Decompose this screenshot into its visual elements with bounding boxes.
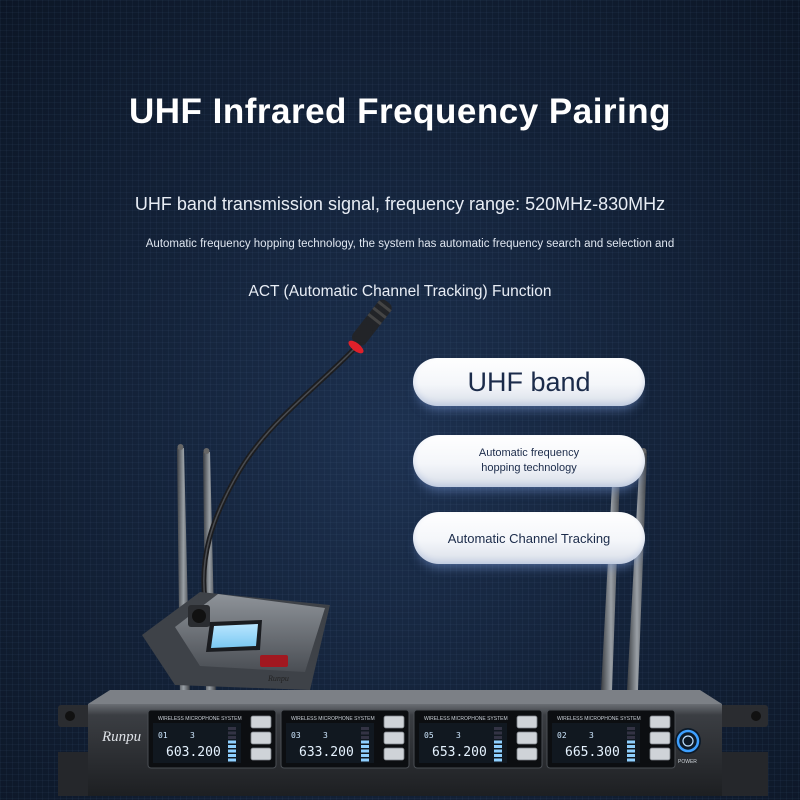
channel-display-2: WIRELESS MICROPHONE SYSTEM 03 3 633.200: [280, 709, 410, 769]
channel-display-3: WIRELESS MICROPHONE SYSTEM 05 3 653.200: [413, 709, 543, 769]
level-meter-segment: [361, 740, 369, 744]
level-meter-segment: [627, 731, 635, 735]
level-meter-segment: [228, 749, 236, 753]
level-meter-segment: [361, 731, 369, 735]
mic-ring-icon: [348, 340, 364, 354]
rack-receiver: Runpu WIRELESS MICROPHONE SYSTEM 01 3 603.2…: [58, 690, 768, 796]
channel-control-button[interactable]: [383, 715, 405, 729]
level-meter-segment: [228, 731, 236, 735]
level-meter-segment: [494, 727, 502, 730]
console-lcd: [211, 624, 258, 648]
level-meter-segment: [228, 727, 236, 730]
level-meter-segment: [228, 740, 236, 744]
channel-header: WIRELESS MICROPHONE SYSTEM: [424, 716, 508, 722]
mic-talk-button: [260, 655, 288, 667]
receiver-brand: Runpu: [101, 729, 141, 745]
level-meter-segment: [361, 745, 369, 748]
channel-lcd: [419, 723, 507, 763]
channel-control-button[interactable]: [250, 715, 272, 729]
channel-header: WIRELESS MICROPHONE SYSTEM: [291, 716, 375, 722]
power-icon: [676, 729, 700, 753]
channel-number: 05: [424, 731, 434, 740]
channel-frequency: 603.200: [166, 745, 221, 760]
level-meter-segment: [627, 758, 635, 762]
level-meter-segment: [361, 736, 369, 739]
level-meter-segment: [494, 754, 502, 757]
level-meter-segment: [494, 731, 502, 735]
level-meter-segment: [228, 736, 236, 739]
level-meter-segment: [627, 727, 635, 730]
level-meter-segment: [361, 749, 369, 753]
channel-control-button[interactable]: [649, 715, 671, 729]
level-meter-segment: [228, 758, 236, 762]
feature-pill-channel-tracking: Automatic Channel Tracking: [413, 512, 645, 564]
channel-number: 02: [557, 731, 567, 740]
channel-lcd: [153, 723, 241, 763]
channel-header: WIRELESS MICROPHONE SYSTEM: [158, 716, 242, 722]
level-meter-segment: [494, 758, 502, 762]
channel-number: 01: [158, 731, 168, 740]
level-meter-segment: [627, 736, 635, 739]
channel-frequency: 665.300: [565, 745, 620, 760]
feature-pill-frequency-hopping: Automatic frequency hopping technology: [413, 435, 645, 487]
level-meter-segment: [627, 749, 635, 753]
level-meter-segment: [361, 758, 369, 762]
gooseneck-microphone: [201, 299, 392, 601]
channel-frequency: 653.200: [432, 745, 487, 760]
channel-display-1: WIRELESS MICROPHONE SYSTEM 01 3 603.200: [147, 709, 277, 769]
power-label: POWER: [678, 759, 697, 765]
channel-lcd: [286, 723, 374, 763]
feature-pill-uhf-band: UHF band: [413, 358, 645, 406]
channel-header: WIRELESS MICROPHONE SYSTEM: [557, 716, 641, 722]
level-meter-segment: [494, 736, 502, 739]
hopping-description-text: Automatic frequency hopping technology, …: [145, 238, 675, 250]
channel-control-button[interactable]: [516, 731, 538, 745]
group-number: 3: [190, 731, 195, 740]
channel-control-button[interactable]: [516, 747, 538, 761]
channel-control-button[interactable]: [649, 731, 671, 745]
level-meter-segment: [228, 754, 236, 757]
channel-control-button[interactable]: [250, 731, 272, 745]
level-meter-segment: [494, 749, 502, 753]
channel-lcd: [552, 723, 640, 763]
page-title: UHF Infrared Frequency Pairing: [128, 92, 672, 131]
level-meter-segment: [627, 740, 635, 744]
frequency-range-text: UHF band transmission signal, frequency …: [134, 194, 666, 214]
level-meter-segment: [627, 754, 635, 757]
act-function-text: ACT (Automatic Channel Tracking) Functio…: [248, 283, 552, 300]
channel-control-button[interactable]: [516, 715, 538, 729]
console-brand: Runpu: [267, 674, 289, 683]
group-number: 3: [456, 731, 461, 740]
channel-control-button[interactable]: [649, 747, 671, 761]
channel-frequency: 633.200: [299, 745, 354, 760]
channel-control-button[interactable]: [250, 747, 272, 761]
level-meter-segment: [627, 745, 635, 748]
level-meter-segment: [361, 727, 369, 730]
level-meter-segment: [361, 754, 369, 757]
conference-console: Runpu: [142, 592, 330, 690]
channel-display-4: WIRELESS MICROPHONE SYSTEM 02 3 665.300: [546, 709, 676, 769]
group-number: 3: [589, 731, 594, 740]
level-meter-segment: [494, 745, 502, 748]
level-meter-segment: [494, 740, 502, 744]
level-meter-segment: [228, 745, 236, 748]
channel-number: 03: [291, 731, 301, 740]
group-number: 3: [323, 731, 328, 740]
channel-control-button[interactable]: [383, 747, 405, 761]
channel-control-button[interactable]: [383, 731, 405, 745]
